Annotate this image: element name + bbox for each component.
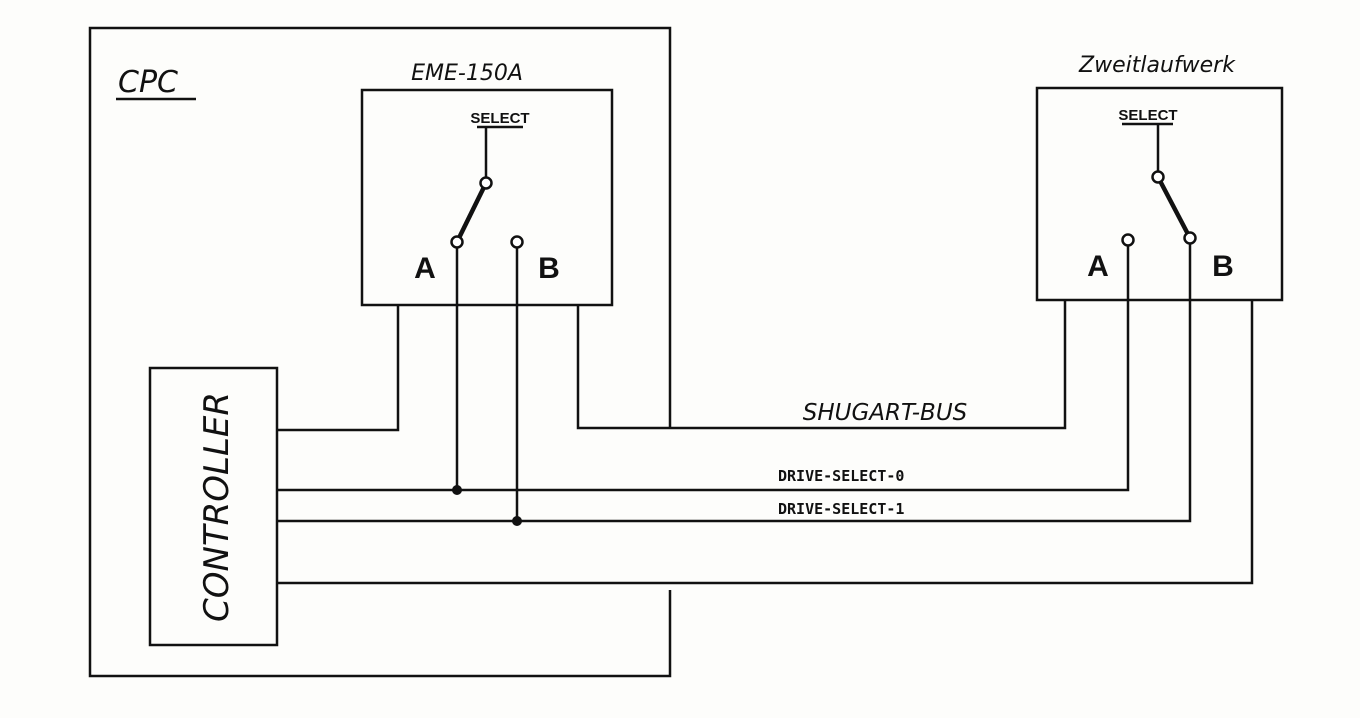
drive2-pin-a-label: A: [1087, 250, 1109, 283]
drive2-pin-b: [1183, 231, 1197, 245]
controller-label: CONTROLLER: [197, 392, 237, 622]
cpc-box: CPC: [88, 26, 672, 678]
wire-drive1-controller: [277, 305, 400, 432]
wire-drive-select-0: [277, 246, 1130, 492]
wire-shugart-bus: [576, 300, 1067, 430]
drive1-pin-b-label: B: [538, 252, 560, 285]
drive1-switch-lever: [454, 182, 489, 243]
cpc-label: CPC: [118, 65, 178, 100]
drive2-pin-b-label: B: [1212, 250, 1234, 283]
wires: [277, 244, 1254, 585]
drive2-switch-lever: [1156, 175, 1192, 240]
drive1-pin-b: [510, 235, 524, 249]
drive2-select-label: SELECT: [1118, 107, 1177, 124]
drive2-pin-a: [1121, 233, 1135, 247]
controller-box: CONTROLLER: [148, 366, 279, 647]
drive1-pin-a-label: A: [414, 252, 436, 285]
drive-select-1-label: DRIVE-SELECT-1: [778, 500, 904, 518]
drive1-pin-a: [450, 235, 464, 249]
shugart-bus-label: SHUGART-BUS: [803, 400, 968, 426]
wire-drive2-power: [277, 300, 1254, 585]
drive2-title: Zweitlaufwerk: [1078, 53, 1236, 78]
wire-drive-select-1: [277, 244, 1192, 523]
drive-select-0-label: DRIVE-SELECT-0: [778, 467, 904, 485]
drive1-title: EME-150A: [411, 61, 523, 86]
drive1-select-label: SELECT: [470, 110, 529, 127]
drive-zweitlaufwerk: Zweitlaufwerk SELECT A B: [1035, 53, 1284, 302]
drive-eme150a: EME-150A SELECT A B: [360, 61, 614, 307]
